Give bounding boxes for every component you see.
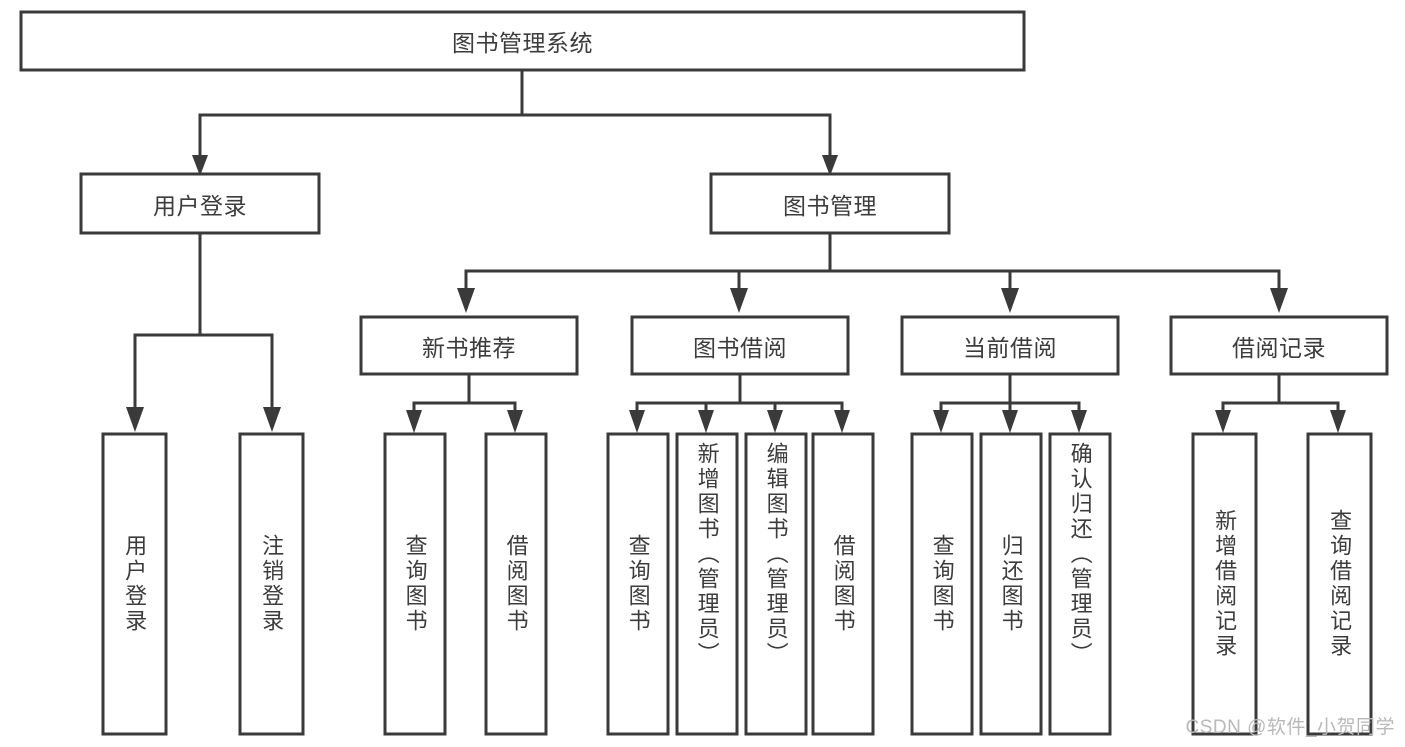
leaf-user-login[interactable]	[101, 432, 168, 736]
label-leaf-add-borrow-record: 新增借阅记录	[1212, 509, 1238, 659]
label-borrow-records: 借阅记录	[1232, 334, 1326, 361]
connector-current-to-leaves	[933, 374, 1087, 433]
leaf-add-borrow-record[interactable]	[1191, 432, 1258, 736]
leaf-logout[interactable]	[238, 432, 305, 736]
connector-bookmgmt-to-level3	[457, 233, 1288, 313]
label-leaf-confirm-return-admin: 确认归还（管理员）	[1067, 442, 1093, 667]
label-book-management: 图书管理	[783, 192, 877, 219]
node-new-book-recommend[interactable]	[359, 315, 579, 376]
leaf-borrow-books-borrow[interactable]	[811, 432, 875, 736]
label-root: 图书管理系统	[452, 30, 593, 56]
leaf-edit-book-admin[interactable]	[744, 432, 808, 736]
leaf-add-book-admin[interactable]	[675, 432, 739, 736]
connector-records-to-leaves	[1215, 374, 1346, 433]
label-new-book-recommend: 新书推荐	[422, 334, 516, 361]
leaf-query-borrow-record[interactable]	[1306, 432, 1373, 736]
leaf-query-books-borrow[interactable]	[606, 432, 670, 736]
connector-newbook-to-leaves	[406, 374, 523, 433]
leaf-confirm-return-admin[interactable]	[1048, 432, 1112, 736]
label-leaf-edit-book-admin: 编辑图书（管理员）	[763, 442, 789, 667]
node-root[interactable]	[19, 10, 1026, 72]
label-leaf-user-login: 用户登录	[122, 534, 148, 634]
label-leaf-add-book-admin: 新增图书（管理员）	[694, 442, 720, 667]
label-leaf-borrow-books-borrow: 借阅图书	[830, 534, 856, 634]
leaf-borrow-books-newbook[interactable]	[484, 432, 548, 736]
connector-root-to-level2	[192, 70, 838, 176]
node-borrow-records[interactable]	[1169, 315, 1389, 376]
connector-userlogin-to-leaves	[126, 233, 281, 432]
connector-borrow-to-leaves	[629, 374, 850, 433]
label-user-login: 用户登录	[153, 192, 247, 219]
label-leaf-logout: 注销登录	[259, 534, 285, 634]
leaf-query-books-current[interactable]	[910, 432, 974, 736]
label-leaf-query-books-current: 查询图书	[929, 534, 955, 634]
leaf-return-books[interactable]	[979, 432, 1043, 736]
label-current-borrow: 当前借阅	[963, 334, 1057, 361]
label-leaf-return-books: 归还图书	[998, 534, 1024, 634]
label-leaf-query-borrow-record: 查询借阅记录	[1327, 509, 1353, 659]
leaf-query-books-newbook[interactable]	[383, 432, 447, 736]
label-leaf-query-books-borrow: 查询图书	[625, 534, 651, 634]
node-book-borrow[interactable]	[630, 315, 850, 376]
node-user-login[interactable]	[79, 172, 321, 235]
label-leaf-borrow-books-newbook: 借阅图书	[503, 534, 529, 634]
watermark-text: CSDN @软件_小贺同学	[1185, 717, 1395, 738]
label-leaf-query-books-newbook: 查询图书	[402, 534, 428, 634]
node-current-borrow[interactable]	[900, 315, 1120, 376]
label-book-borrow: 图书借阅	[693, 334, 787, 361]
node-book-management[interactable]	[709, 172, 951, 235]
